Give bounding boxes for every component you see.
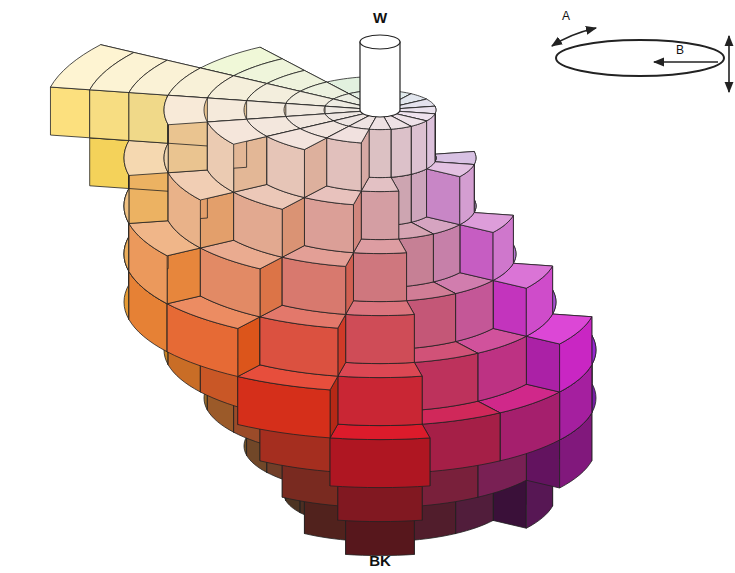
inset-ellipse [556,40,724,76]
chip-front [327,138,362,191]
chip-side [129,93,168,144]
color-chip [207,119,267,192]
chip-side [90,90,129,141]
chip-top [353,239,406,254]
chip-top [204,98,247,122]
white-cylinder-top [360,35,400,49]
color-chip [369,115,391,177]
hue-arrow [552,28,596,46]
chip-top [207,119,267,144]
color-chip [260,305,346,376]
chip-top [346,301,415,316]
chip-top [327,126,369,143]
chip-front [346,314,415,363]
chroma-arrow [654,61,718,63]
chip-side [50,87,89,138]
chip-top [369,115,391,129]
chip-side [460,225,493,281]
chip-front [330,438,430,488]
chip-top [338,362,422,377]
arrow-label: A [562,10,570,22]
color-chip [124,141,168,224]
chip-front [338,376,422,425]
chip-top [330,424,430,439]
color-chip [327,126,369,191]
color-chip [460,213,514,281]
color-chip [361,177,398,239]
arrow-label: B [676,44,684,56]
color-chip [330,424,430,487]
chip-top [244,101,286,120]
color-chip [238,365,338,438]
value-arrow [728,36,730,92]
color-chip [338,362,422,425]
color-chip [267,129,327,198]
color-chip [427,162,475,225]
white-cylinder [360,42,400,117]
chip-front [427,114,435,169]
chip-front [369,129,391,177]
chip-front [353,253,406,302]
chip-front [411,121,426,174]
chip-side [167,248,200,304]
color-chip [304,186,361,253]
color-chip [353,239,406,302]
axis-inset [552,28,729,92]
color-chip [234,184,305,257]
chip-top [124,141,168,176]
axis-label: W [373,10,387,25]
axis-label: BK [369,553,391,568]
chip-side [427,169,460,225]
color-chip [346,301,415,364]
color-solid [50,35,596,556]
chip-top [267,129,327,150]
chip-side [493,280,526,336]
color-chip [164,95,207,172]
chip-front [411,169,426,222]
chip-front [391,126,411,177]
chip-side [90,138,129,189]
chip-side [526,336,559,392]
chip-top [164,95,207,124]
chip-front [304,198,353,253]
chip-front [361,191,398,240]
color-chip [282,246,353,315]
